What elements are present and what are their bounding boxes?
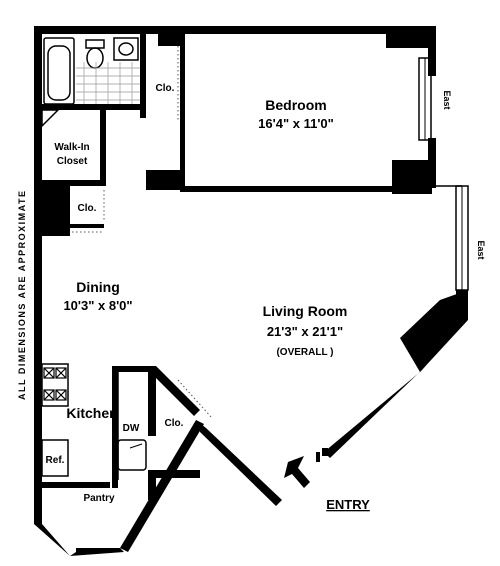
sink-icon (113, 37, 139, 61)
bedroom-dims: 16'4" x 11'0" (258, 116, 334, 131)
living-room-dims: 21'3" x 21'1" (267, 324, 343, 339)
east-label-right: East (476, 240, 486, 259)
stove-icon (41, 363, 69, 407)
walls (34, 26, 468, 556)
kitchen-fixtures (41, 363, 147, 480)
east-label-top: East (442, 90, 452, 109)
walkin-line2: Closet (57, 156, 88, 167)
toilet-icon (85, 39, 105, 49)
entry-label: ENTRY (326, 497, 370, 512)
bathroom (41, 37, 140, 128)
dining-dims: 10'3" x 8'0" (63, 298, 132, 313)
entry-arrow-icon (284, 456, 310, 488)
pantry-label: Pantry (83, 493, 115, 504)
walkin-line1: Walk-In (54, 142, 89, 153)
windows (418, 57, 469, 291)
refrigerator-icon (41, 439, 69, 477)
kitchen-name: Kitchen (66, 405, 117, 421)
labels: ALL DIMENSIONS ARE APPROXIMATE Bedroom 1… (17, 83, 486, 512)
bedroom-name: Bedroom (265, 97, 326, 113)
refrigerator-label: Ref. (46, 455, 65, 466)
bathtub-icon (43, 37, 75, 105)
bedroom-closet-label: Clo. (156, 83, 175, 94)
entry-closet-label: Clo. (165, 418, 184, 429)
dishwasher-label: DW (123, 423, 140, 434)
hall-closet-label: Clo. (78, 203, 97, 214)
closet-doors (72, 46, 213, 419)
living-room-name: Living Room (263, 303, 348, 319)
dining-name: Dining (76, 279, 120, 295)
living-room-note: (OVERALL ) (276, 347, 333, 358)
disclaimer: ALL DIMENSIONS ARE APPROXIMATE (17, 189, 27, 400)
